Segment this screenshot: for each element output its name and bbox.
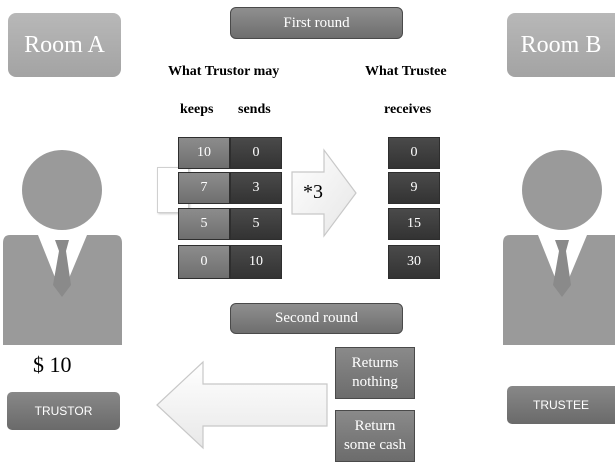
return-arrow-icon (156, 360, 328, 450)
room-b-tile: Room B (507, 13, 615, 77)
sends-cell: 10 (230, 245, 282, 279)
first-round-banner: First round (230, 7, 403, 39)
keeps-cell: 0 (178, 245, 230, 279)
sends-cell: 5 (230, 208, 282, 240)
multiplier-label: *3 (303, 181, 323, 203)
room-a-label: Room A (24, 31, 105, 58)
trustor-header: What Trustor may (168, 64, 280, 79)
second-round-banner: Second round (230, 303, 403, 334)
sends-cell: 3 (230, 172, 282, 204)
trustor-person-icon (3, 150, 122, 345)
returns-nothing-button[interactable]: Returns nothing (335, 347, 415, 399)
trustee-header: What Trustee (365, 64, 447, 79)
trustor-tag: TRUSTOR (7, 392, 120, 430)
room-a-tile: Room A (8, 13, 121, 77)
return-some-cash-button[interactable]: Return some cash (335, 410, 415, 462)
keeps-cell: 5 (178, 208, 230, 240)
trustee-tag: TRUSTEE (507, 386, 615, 424)
sends-cell: 0 (230, 137, 282, 169)
trustee-person-icon (503, 150, 615, 345)
receives-header: receives (384, 102, 432, 117)
receives-cell: 9 (388, 172, 440, 204)
keeps-header: keeps (180, 102, 214, 117)
keeps-cell: 10 (178, 137, 230, 169)
receives-cell: 15 (388, 208, 440, 240)
keeps-cell: 7 (178, 172, 230, 204)
multiplier-arrow-icon (291, 148, 357, 238)
endowment-amount: $ 10 (33, 352, 72, 377)
receives-cell: 0 (388, 137, 440, 169)
receives-cell: 30 (388, 245, 440, 279)
sends-header: sends (238, 102, 271, 117)
room-b-label: Room B (520, 31, 602, 58)
